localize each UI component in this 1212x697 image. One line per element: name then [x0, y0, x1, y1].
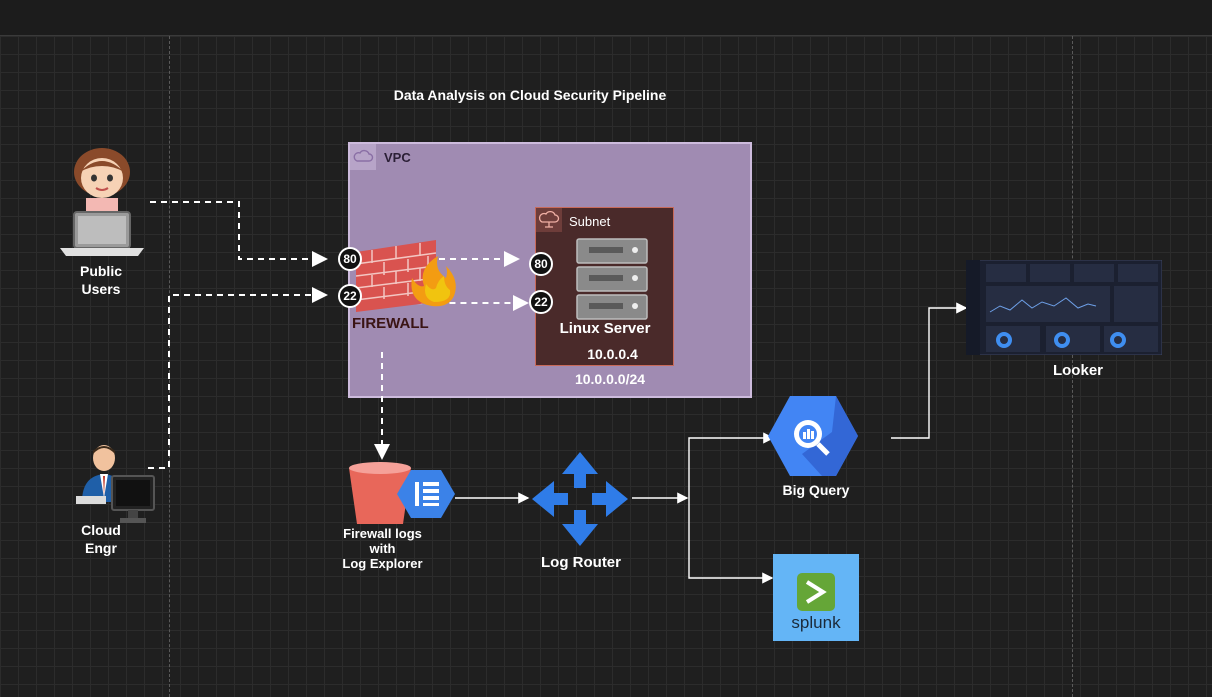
- log-router-arrows-icon: [532, 452, 628, 546]
- public-users-label: Public Users: [56, 262, 146, 298]
- log-router-label: Log Router: [541, 554, 621, 571]
- server-rack-icon: [576, 238, 648, 320]
- looker-label: Looker: [1052, 362, 1103, 379]
- firewall-logs-label-line1: Firewall logs: [343, 526, 422, 541]
- server-port-80-badge: 80: [529, 252, 553, 276]
- splunk-logo-icon: [797, 573, 835, 611]
- server-ip-label: 10.0.0.4: [587, 346, 638, 362]
- person-male-computer-icon: [76, 445, 155, 523]
- big-query-label: Big Query: [782, 482, 850, 498]
- server-name-label: Linux Server: [559, 320, 651, 337]
- bigquery-icon[interactable]: [766, 394, 860, 478]
- cloud-engr-label: Cloud Engr: [56, 521, 146, 557]
- splunk-wordmark: splunk: [791, 613, 841, 632]
- firewall-label: FIREWALL: [352, 315, 429, 332]
- storage-bucket-icon: [349, 462, 455, 524]
- subnet-cidr-label: 10.0.0.0/24: [574, 371, 646, 387]
- person-female-laptop-icon: [60, 148, 144, 256]
- firewall-port-80-badge: 80: [338, 247, 362, 271]
- subnet-label: Subnet: [569, 214, 611, 229]
- fire-icon: [411, 256, 456, 307]
- cloud-engr-label-line1: Cloud: [81, 522, 121, 538]
- firewall-logs-label: Firewall logs with Log Explorer: [325, 526, 440, 571]
- toolbar: [0, 0, 1212, 36]
- vpc-label: VPC: [384, 150, 411, 165]
- cloud-engr-to-port22-line: [148, 287, 328, 469]
- brick-firewall-icon: [355, 240, 456, 312]
- splunk-icon[interactable]: splunk: [773, 554, 859, 641]
- diagram-title: Data Analysis on Cloud Security Pipeline: [393, 87, 667, 103]
- bigquery-to-looker-line: [891, 302, 968, 439]
- public-users-to-port80-line: [150, 201, 328, 267]
- firewall-logs-label-line2: with: [369, 541, 396, 556]
- firewall-logs-label-line3: Log Explorer: [342, 556, 423, 571]
- firewall-port-22-badge: 22: [338, 284, 362, 308]
- server-port-22-badge: 22: [529, 290, 553, 314]
- subnet-cloud-icon: [536, 208, 562, 232]
- public-users-label-line2: Users: [81, 281, 121, 297]
- split-to-bigquery-line: [688, 432, 775, 498]
- cloud-engr-label-line2: Engr: [85, 540, 117, 556]
- split-to-splunk-line: [688, 498, 774, 584]
- cloud-icon: [350, 144, 376, 170]
- public-users-label-line1: Public: [79, 263, 122, 279]
- dashboard-thumbnail-icon[interactable]: [966, 260, 1162, 355]
- guide-line-right: [1072, 36, 1073, 697]
- log-explorer-icon: [397, 470, 455, 518]
